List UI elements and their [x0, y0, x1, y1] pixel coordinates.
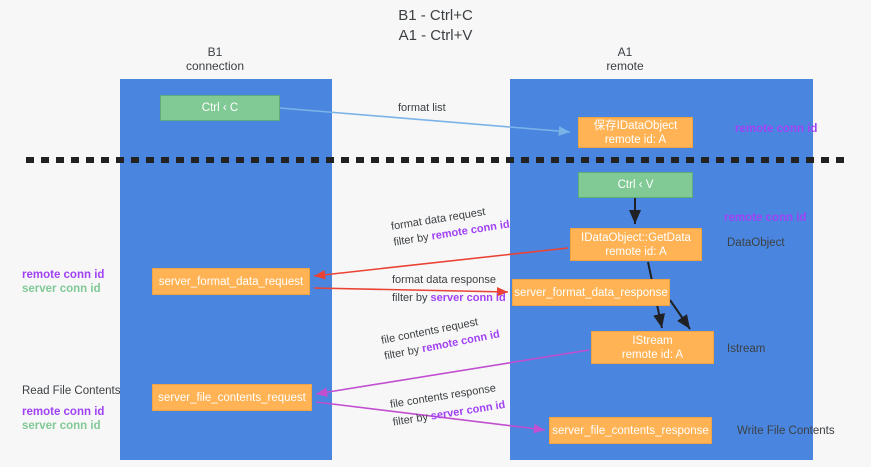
node-save-idataobject-label: 保存IDataObject [593, 119, 678, 132]
caption-key-server-conn-id: server conn id [430, 292, 506, 304]
caption-filter-prefix: filter by [391, 410, 432, 429]
caption-file-contents-response: file contents response filter by server … [389, 380, 506, 429]
node-idataobject-getdata-sublabel: remote id: A [605, 245, 667, 258]
label-server-conn-id-left-2: server conn id [22, 420, 101, 432]
caption-format-data-response-line2: filter by server conn id [392, 291, 506, 305]
node-idataobject-getdata[interactable]: IDataObject::GetData remote id: A [570, 228, 702, 261]
node-save-idataobject-sublabel: remote id: A [604, 133, 667, 146]
node-server-file-contents-request[interactable]: server_file_contents_request [152, 384, 312, 411]
node-ctrl-v-label: Ctrl ‹ V [617, 179, 654, 191]
lane-header-a1-name: A1 [617, 45, 633, 59]
label-remote-conn-id-left-1: remote conn id [22, 269, 105, 281]
node-istream-label: IStream [632, 334, 673, 347]
node-server-file-contents-response-label: server_file_contents_response [552, 424, 709, 437]
caption-format-data-response: format data response filter by server co… [392, 273, 506, 305]
diagram-title: B1 - Ctrl+C A1 - Ctrl+V [0, 6, 871, 46]
label-group-conn-ids-1: remote conn id server conn id [22, 268, 104, 296]
label-istream: Istream [727, 343, 766, 355]
lane-header-b1-sub: connection [185, 59, 245, 73]
node-server-file-contents-request-label: server_file_contents_request [158, 391, 306, 404]
caption-format-list-text: format list [398, 102, 446, 114]
caption-format-data-request: format data request filter by remote con… [390, 202, 511, 250]
dashed-divider [26, 157, 846, 163]
label-remote-conn-id-mid: remote conn id [724, 212, 807, 224]
label-server-conn-id-left-1: server conn id [22, 283, 101, 295]
node-save-idataobject[interactable]: 保存IDataObject remote id: A [578, 117, 693, 148]
label-write-file-contents: Write File Contents [737, 425, 835, 437]
node-ctrl-v[interactable]: Ctrl ‹ V [578, 172, 693, 198]
lane-header-b1: B1 connection [150, 45, 280, 73]
node-server-format-data-response-label: server_format_data_response [514, 286, 668, 299]
label-read-file-contents: Read File Contents [22, 385, 121, 397]
caption-filter-prefix: filter by [392, 230, 433, 249]
node-idataobject-getdata-label: IDataObject::GetData [581, 231, 691, 244]
caption-format-list: format list [398, 101, 446, 115]
caption-file-contents-request: file contents request filter by remote c… [380, 312, 501, 364]
node-istream[interactable]: IStream remote id: A [591, 331, 714, 364]
label-remote-conn-id-top: remote conn id [735, 123, 818, 135]
node-server-format-data-request[interactable]: server_format_data_request [152, 268, 310, 295]
node-istream-sublabel: remote id: A [621, 348, 684, 361]
lane-header-b1-name: B1 [207, 45, 223, 59]
lane-header-a1-sub: remote [606, 59, 644, 73]
caption-filter-prefix: filter by [392, 292, 431, 304]
node-ctrl-c-label: Ctrl ‹ C [201, 102, 239, 114]
diagram-title-line-1: B1 - Ctrl+C [398, 7, 473, 24]
node-server-format-data-response[interactable]: server_format_data_response [512, 279, 670, 306]
diagram-title-line-2: A1 - Ctrl+V [398, 27, 473, 44]
node-server-format-data-request-label: server_format_data_request [158, 275, 304, 288]
node-server-file-contents-response[interactable]: server_file_contents_response [549, 417, 712, 444]
label-dataobject: DataObject [727, 237, 785, 249]
caption-format-data-response-line1: format data response [392, 274, 496, 286]
lane-header-a1: A1 remote [560, 45, 690, 73]
label-remote-conn-id-left-2: remote conn id [22, 406, 105, 418]
node-ctrl-c[interactable]: Ctrl ‹ C [160, 95, 280, 121]
label-group-read-file-contents: Read File Contents remote conn id server… [22, 384, 120, 433]
